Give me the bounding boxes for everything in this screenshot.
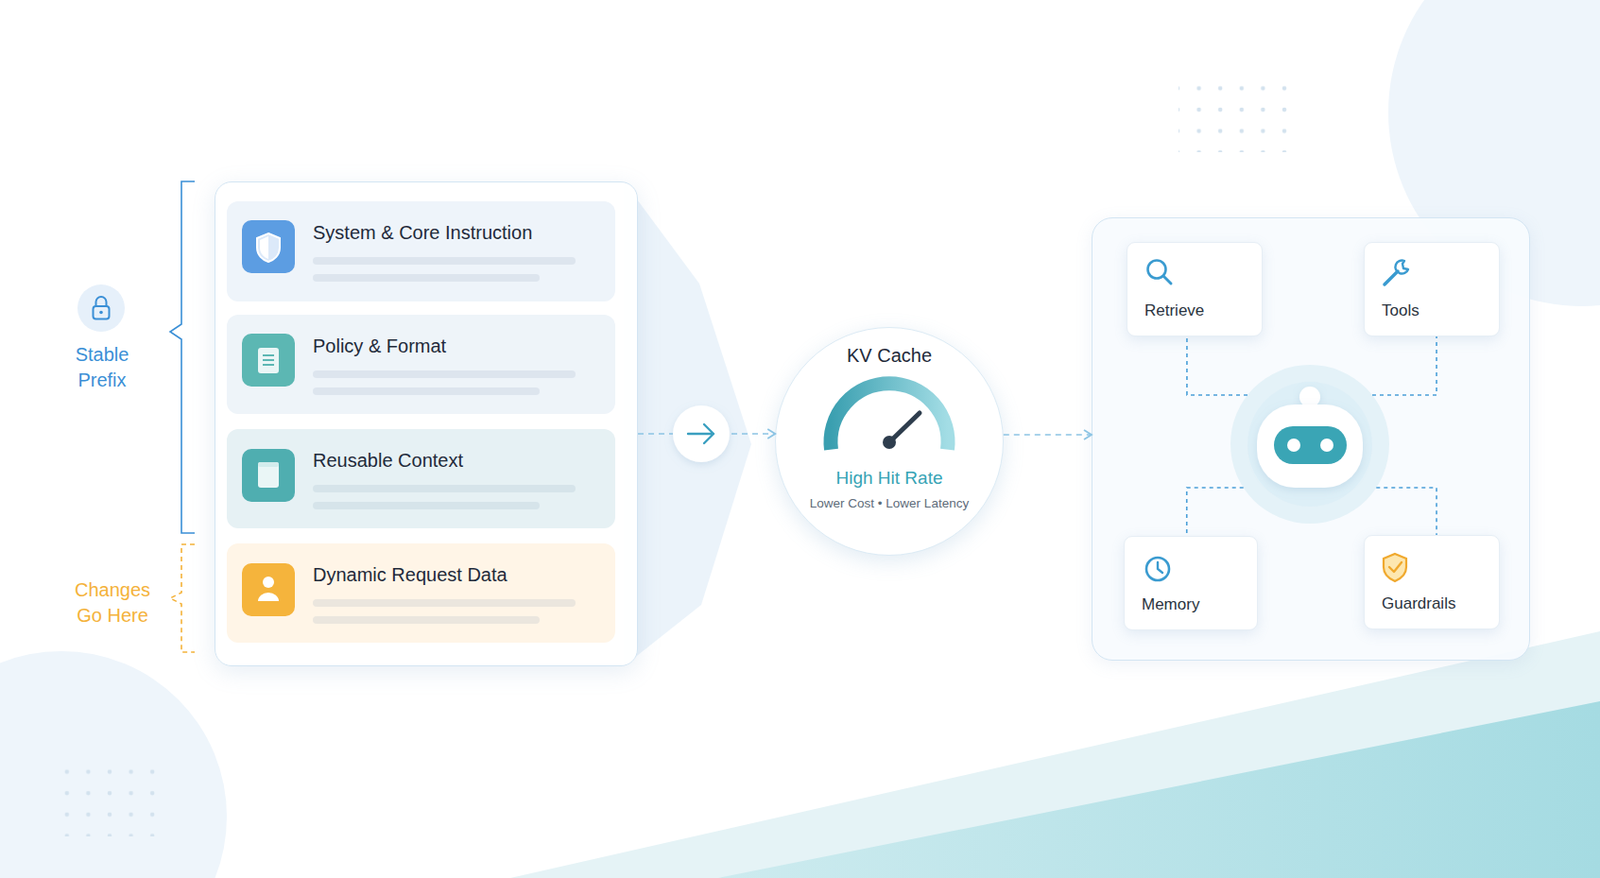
node-title: Retrieve — [1144, 300, 1205, 322]
placeholder-line — [312, 501, 540, 510]
bg-circle — [0, 651, 227, 878]
dashed-connector — [1187, 487, 1244, 536]
book-icon — [258, 462, 279, 488]
clock-hands — [1157, 562, 1163, 573]
lock-shackle — [96, 296, 107, 307]
shield-icon — [257, 233, 280, 262]
arrow-glyph — [688, 424, 714, 444]
node-title: KV Cache — [775, 344, 1003, 367]
robot-head — [1256, 404, 1363, 488]
document-icon — [258, 347, 279, 374]
capability-box: Tools — [1363, 241, 1500, 337]
arrow-badge — [672, 405, 730, 463]
node-title: Reusable Context — [312, 448, 464, 472]
icon-tile — [241, 220, 295, 274]
dot-grid — [1178, 76, 1296, 153]
placeholder-line — [312, 274, 540, 282]
funnel-glow — [623, 181, 752, 667]
document-lines — [262, 355, 275, 365]
placeholder-line — [312, 370, 576, 379]
icon-tile — [241, 563, 295, 617]
search-icon — [1163, 275, 1171, 284]
prompt-section: System & Core Instruction — [226, 201, 616, 302]
stable-bracket — [170, 181, 195, 534]
robot-halo — [1247, 381, 1373, 507]
placeholder-line — [312, 387, 540, 396]
robot-antenna — [1299, 386, 1321, 408]
capability-box: Memory — [1123, 535, 1258, 631]
gauge-needle — [889, 412, 920, 443]
prompt-section: Policy & Format — [226, 314, 616, 414]
node-title: Tools — [1381, 300, 1420, 322]
agent-panel: Retrieve ToolsMemory Guardrails — [1091, 217, 1531, 661]
flow-arrow — [1003, 433, 1092, 436]
node-title: Guardrails — [1381, 593, 1456, 615]
capability-box: Retrieve — [1126, 241, 1263, 337]
check-mark — [1389, 562, 1402, 572]
bracket-label: Stable Prefix — [64, 342, 140, 394]
node-title: Policy & Format — [312, 334, 447, 358]
search-icon — [1148, 260, 1167, 279]
bracket-label: Changes Go Here — [67, 577, 158, 629]
node-title: Memory — [1141, 594, 1200, 616]
node-subtitle: Lower Cost • Lower Latency — [775, 496, 1003, 512]
icon-tile — [241, 333, 295, 387]
capability-box: Guardrails — [1363, 534, 1500, 630]
prompt-stack-panel: System & Core InstructionPolicy & Format… — [214, 181, 638, 667]
node-title: System & Core Instruction — [312, 221, 533, 244]
changes-bracket — [170, 544, 195, 653]
placeholder-line — [312, 257, 576, 265]
lock-badge — [77, 284, 125, 332]
placeholder-line — [312, 616, 540, 624]
book-band — [258, 462, 279, 467]
dynamic-section: Dynamic Request Data — [226, 543, 616, 643]
cache-circle: KV CacheHigh Hit RateLower Cost • Lower … — [774, 326, 1004, 556]
prompt-section: Reusable Context — [226, 429, 616, 529]
wrench-icon — [1394, 260, 1409, 275]
wrench-icon — [1384, 271, 1398, 285]
flow-arrow — [637, 432, 775, 435]
bg-wedge — [510, 631, 1600, 878]
placeholder-line — [312, 484, 576, 493]
clock-icon — [1146, 557, 1170, 581]
dashed-connector — [1376, 487, 1437, 535]
agent-circle — [1230, 364, 1390, 524]
person-icon — [262, 576, 275, 588]
shield-icon — [259, 236, 269, 259]
person-icon — [258, 592, 279, 602]
gauge-arc — [830, 383, 948, 450]
gauge-hub — [882, 435, 896, 449]
robot-eye — [1320, 438, 1334, 452]
robot-face — [1273, 426, 1347, 465]
bg-wedge — [718, 701, 1600, 878]
dashed-connector — [1372, 336, 1437, 396]
guard-shield-icon — [1383, 553, 1407, 582]
placeholder-line — [312, 599, 576, 607]
icon-tile — [241, 448, 295, 502]
dot-grid — [52, 760, 171, 837]
dashed-connector — [1187, 336, 1248, 396]
lock-keyhole — [99, 310, 104, 315]
robot-eye — [1287, 438, 1301, 452]
node-subtitle: High Hit Rate — [775, 466, 1003, 490]
node-title: Dynamic Request Data — [312, 563, 508, 586]
lock-body — [93, 306, 110, 320]
